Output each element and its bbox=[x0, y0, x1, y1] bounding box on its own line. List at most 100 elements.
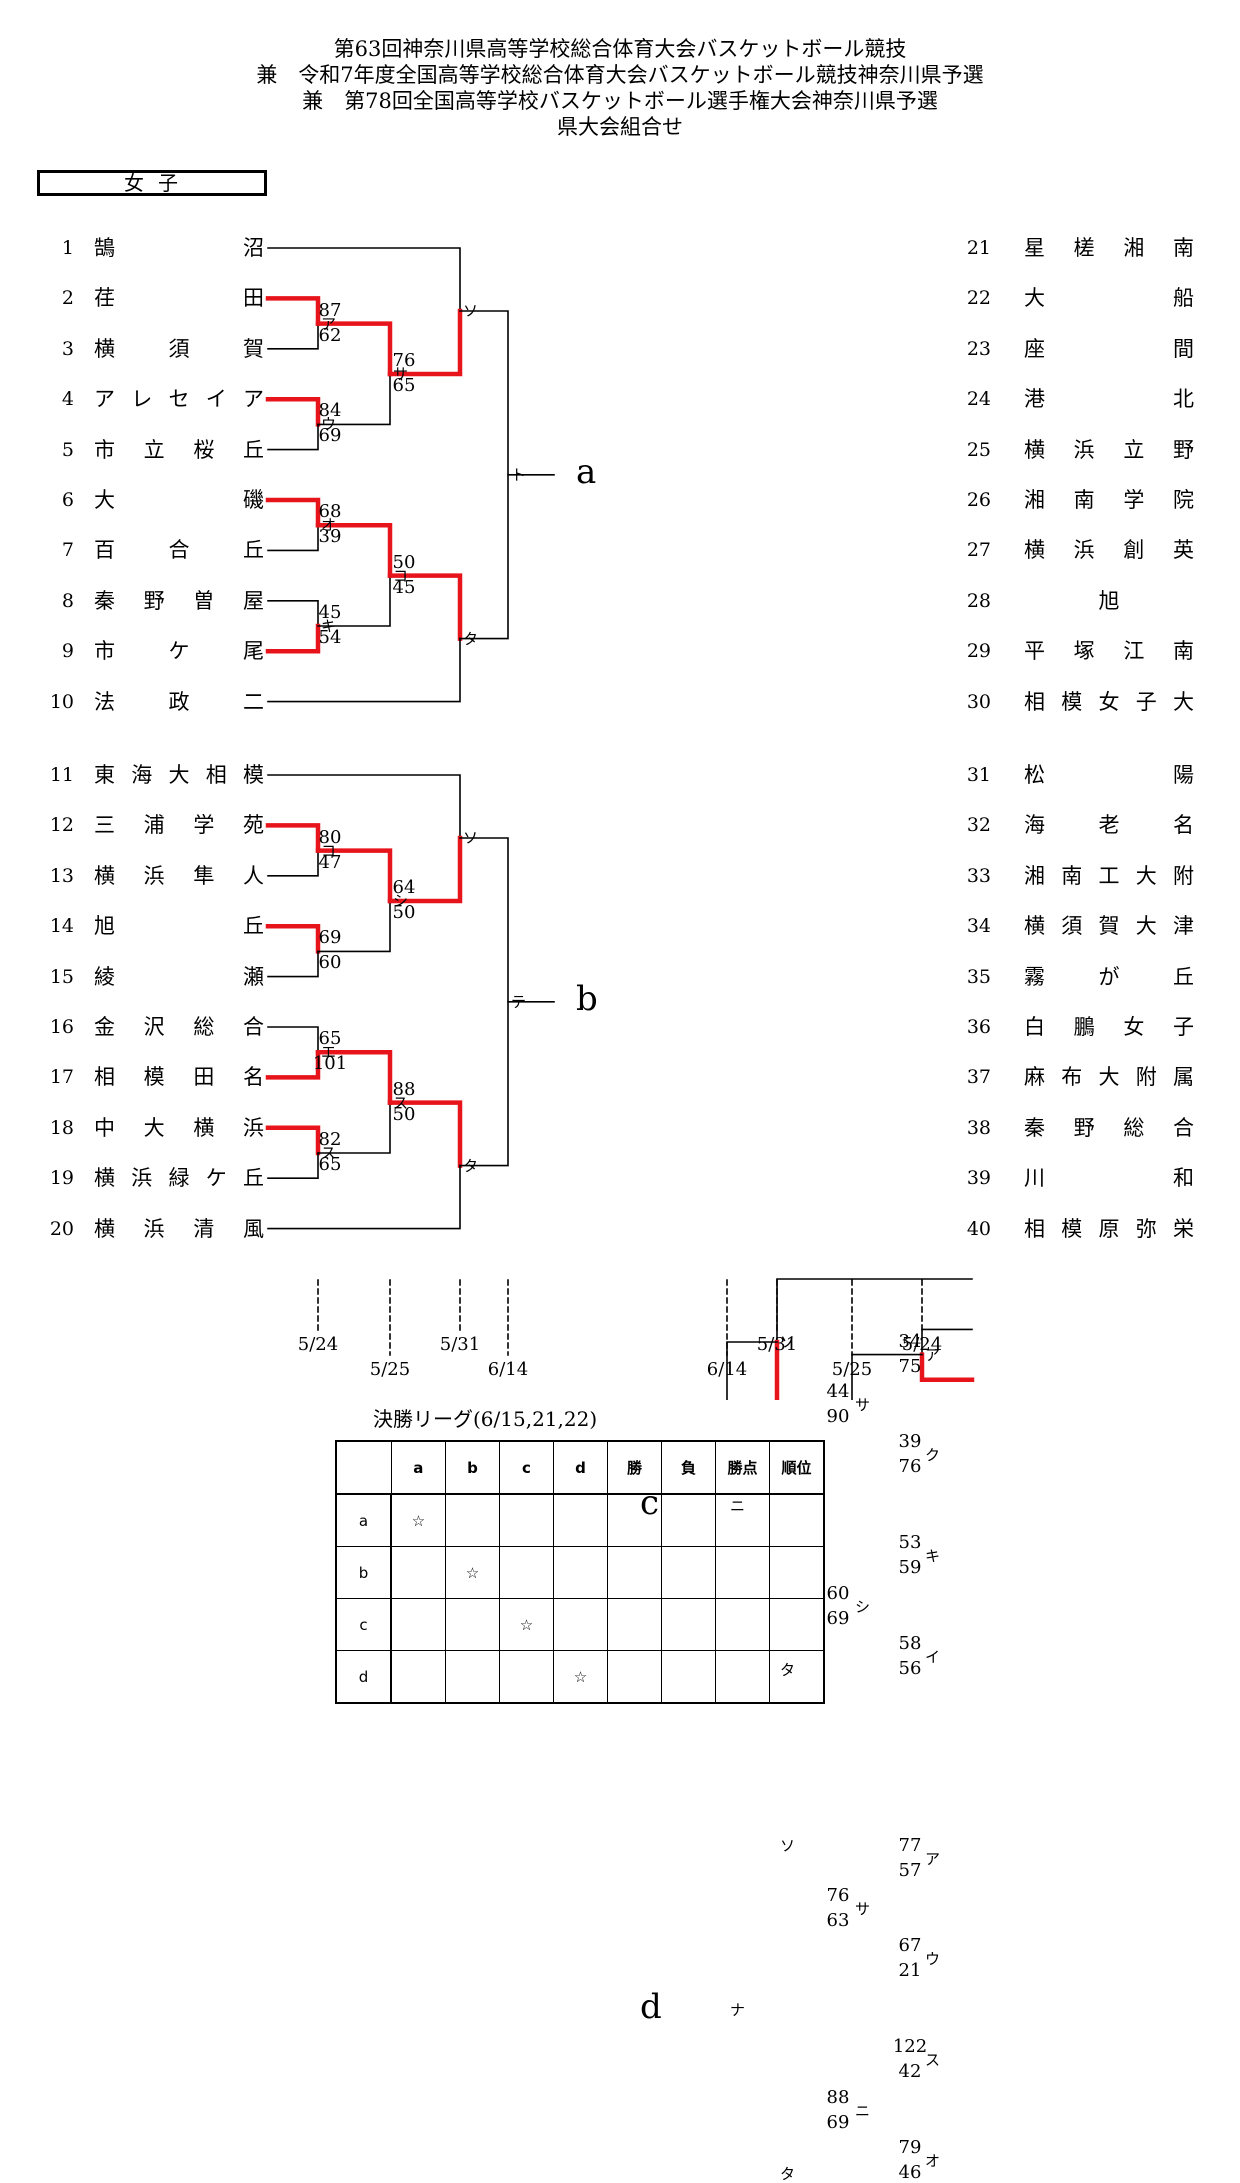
bracket-line bbox=[265, 396, 321, 427]
team-number: 5 bbox=[61, 438, 74, 461]
score-bottom: 90 bbox=[826, 1406, 850, 1427]
team-name-char: 須 bbox=[168, 336, 190, 361]
score-bottom: 42 bbox=[898, 2061, 922, 2083]
bracket-position-label: ア bbox=[925, 1849, 941, 1868]
team-name-char: 女 bbox=[1098, 689, 1120, 714]
team-number: 29 bbox=[966, 640, 991, 663]
team-name-char: 丘 bbox=[243, 538, 264, 563]
team-name-char: 平 bbox=[1024, 639, 1045, 664]
team-name-char: 鵠 bbox=[94, 236, 115, 260]
team-name-char: 法 bbox=[94, 689, 115, 714]
bracket-line bbox=[267, 524, 319, 552]
league-cell bbox=[499, 1650, 554, 1704]
score-top: 84 bbox=[318, 400, 342, 422]
team-name-char: 横 bbox=[94, 1216, 115, 1241]
league-cell bbox=[607, 1650, 662, 1704]
team-name-char: 横 bbox=[94, 1166, 115, 1191]
team-name-char: 瀬 bbox=[243, 964, 264, 989]
league-corner-cell bbox=[335, 1440, 392, 1495]
bracket-line bbox=[265, 923, 321, 954]
team-name: 港北 bbox=[1024, 387, 1194, 411]
team-name-char: 湘 bbox=[1024, 863, 1045, 888]
score-top: 88 bbox=[392, 1078, 416, 1100]
bracket-position-label: ト bbox=[511, 465, 527, 484]
team-name-char: 大 bbox=[94, 488, 115, 512]
score-top: 67 bbox=[898, 1935, 922, 1957]
team-name-char: ア bbox=[94, 387, 115, 412]
final-league-table: a b c d 勝 負 勝点 順位 a ☆ b ☆ c ☆ d ☆ bbox=[335, 1440, 825, 1704]
bracket-position-label: シ bbox=[855, 1597, 871, 1616]
team-name-char: 子 bbox=[1135, 689, 1157, 714]
team-number: 6 bbox=[61, 489, 74, 511]
team-name-char: 麻 bbox=[1024, 1065, 1045, 1090]
bracket-position-label: キ bbox=[321, 617, 337, 635]
score-bottom: 69 bbox=[318, 425, 342, 447]
bracket-position-label: ニ bbox=[855, 2101, 871, 2120]
team-name-char: が bbox=[1098, 964, 1120, 989]
team-number: 34 bbox=[966, 915, 991, 938]
bracket-line bbox=[267, 322, 319, 350]
bracket-line bbox=[267, 774, 461, 839]
league-cell bbox=[769, 1546, 825, 1599]
team-name-char: 荏 bbox=[94, 286, 115, 311]
score-bottom: 47 bbox=[318, 851, 342, 873]
team-name-char: 院 bbox=[1172, 488, 1194, 512]
score-top: 122 bbox=[892, 2036, 928, 2058]
title-line-4: 県大会組合せ bbox=[557, 115, 683, 139]
team-number: 7 bbox=[61, 539, 74, 562]
score-bottom: 69 bbox=[826, 1607, 850, 1629]
team-name: 東海大相模 bbox=[94, 763, 264, 787]
group-letter: b bbox=[576, 978, 598, 1019]
date-label: 5/31 bbox=[439, 1334, 481, 1355]
team-name-char: セ bbox=[168, 387, 190, 412]
team-name-char: 百 bbox=[94, 538, 115, 563]
team-number: 24 bbox=[966, 388, 991, 411]
team-number: 11 bbox=[49, 764, 74, 786]
team-name-char: 市 bbox=[94, 639, 115, 664]
team-name-char: ケ bbox=[168, 639, 190, 664]
league-header-c: c bbox=[499, 1440, 554, 1495]
team-name-char: 附 bbox=[1173, 863, 1194, 888]
team-name-char: 立 bbox=[143, 437, 165, 462]
team-name-char: 旭 bbox=[1098, 588, 1120, 613]
score-top: 58 bbox=[898, 1633, 922, 1654]
team-name: 三浦学苑 bbox=[94, 813, 264, 837]
team-name: 大船 bbox=[1024, 286, 1194, 310]
league-row-label: b bbox=[335, 1546, 392, 1599]
team-name-char: 船 bbox=[1173, 286, 1194, 311]
team-name: 座間 bbox=[1024, 337, 1194, 361]
league-cell bbox=[715, 1546, 770, 1599]
team-name-char: 大 bbox=[168, 763, 190, 787]
team-name: アレセイア bbox=[94, 387, 264, 411]
team-name: 綾瀬 bbox=[94, 965, 264, 989]
team-name-char: 市 bbox=[94, 437, 115, 462]
bracket-position-label: コ bbox=[321, 841, 337, 860]
team-name-char: 田 bbox=[243, 286, 264, 311]
team-name-char: 松 bbox=[1024, 763, 1045, 787]
team-name: 荏田 bbox=[94, 286, 264, 310]
league-title: 決勝リーグ(6/15,21,22) bbox=[373, 1407, 598, 1431]
league-self-cell: ☆ bbox=[553, 1650, 608, 1704]
team-name-char: 旭 bbox=[94, 914, 115, 939]
team-name-char: 人 bbox=[242, 863, 264, 888]
team-name-char: 大 bbox=[1135, 914, 1157, 939]
date-label: 5/25 bbox=[831, 1359, 873, 1380]
team-name-char: 工 bbox=[1098, 863, 1120, 888]
score-bottom: 63 bbox=[826, 1910, 850, 1931]
team-name: 法政二 bbox=[94, 690, 264, 714]
team-name: 横浜隼人 bbox=[94, 864, 264, 888]
team-name-char: 浜 bbox=[131, 1166, 153, 1191]
team-name-char: 横 bbox=[193, 1115, 215, 1140]
team-name-char: 丘 bbox=[243, 1166, 264, 1191]
bracket-position-label: テ bbox=[511, 992, 527, 1011]
team-name: 旭 bbox=[1024, 589, 1194, 613]
league-cell bbox=[445, 1650, 500, 1704]
team-name-char: 苑 bbox=[242, 813, 264, 838]
team-name-char: 浜 bbox=[143, 1216, 165, 1241]
bracket-position-label: シ bbox=[393, 892, 409, 910]
team-name-char: 横 bbox=[1024, 914, 1045, 939]
bracket-position-label: ク bbox=[925, 1446, 941, 1465]
team-name-char: 南 bbox=[1061, 863, 1083, 888]
team-name-char: 須 bbox=[1061, 914, 1083, 939]
team-name-char: 鵬 bbox=[1073, 1015, 1095, 1039]
